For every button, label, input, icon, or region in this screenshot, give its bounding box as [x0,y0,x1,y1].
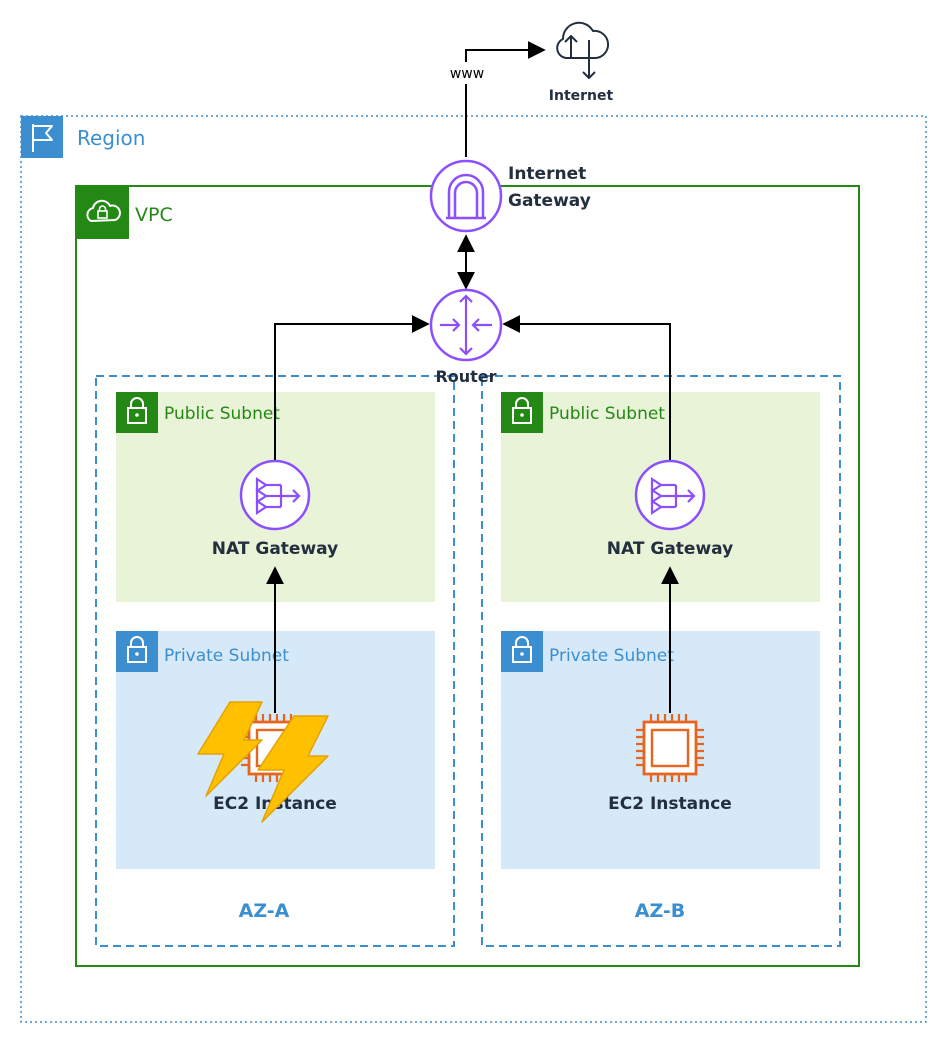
internet-gateway-icon [429,159,503,233]
lightning-bolt-icon [257,715,329,823]
nat-b-to-router-edge [502,315,671,462]
igw-label-line2: Gateway [508,191,591,211]
vpc-label: VPC [135,204,173,226]
router-icon [429,288,503,362]
nat-gateway-icon [239,459,311,531]
vpc-cloud-lock-icon [76,186,129,239]
cloud-up-down-icon [556,21,609,79]
az-a-boundary [95,375,455,947]
subnet-lock-icon [501,631,543,672]
igw-label-line1: Internet [508,164,586,184]
lightning-bolt-icon [197,701,263,797]
subnet-lock-icon [116,631,158,672]
www-label-bg [447,62,487,84]
connectors [266,41,679,713]
nat-b-label: NAT Gateway [607,539,733,559]
region-flag-icon [21,116,63,158]
az-a-private-subnet-label: Private Subnet [164,646,289,666]
ec2-b-label: EC2 Instance [608,794,732,814]
region-group: Region [20,115,927,1023]
az-a-label: AZ-A [239,900,290,922]
nat-gateway-icon [634,459,706,531]
internet-label: Internet [549,88,614,104]
router-label: Router [435,367,496,386]
az-a-public-subnet-label: Public Subnet [164,404,280,424]
ec2-chip-icon [636,714,704,782]
igw-to-internet-edge [465,41,546,157]
az-b-boundary [481,375,841,947]
az-b-private-subnet-label: Private Subnet [549,646,674,666]
nat-a-label: NAT Gateway [212,539,338,559]
az-b-label: AZ-B [635,900,686,922]
az-b-public-subnet-label: Public Subnet [549,404,665,424]
www-label: www [450,66,484,82]
subnet-lock-icon [116,392,158,433]
region-label: Region [77,126,145,150]
subnet-lock-icon [501,392,543,433]
nat-a-to-router-edge [274,315,430,464]
